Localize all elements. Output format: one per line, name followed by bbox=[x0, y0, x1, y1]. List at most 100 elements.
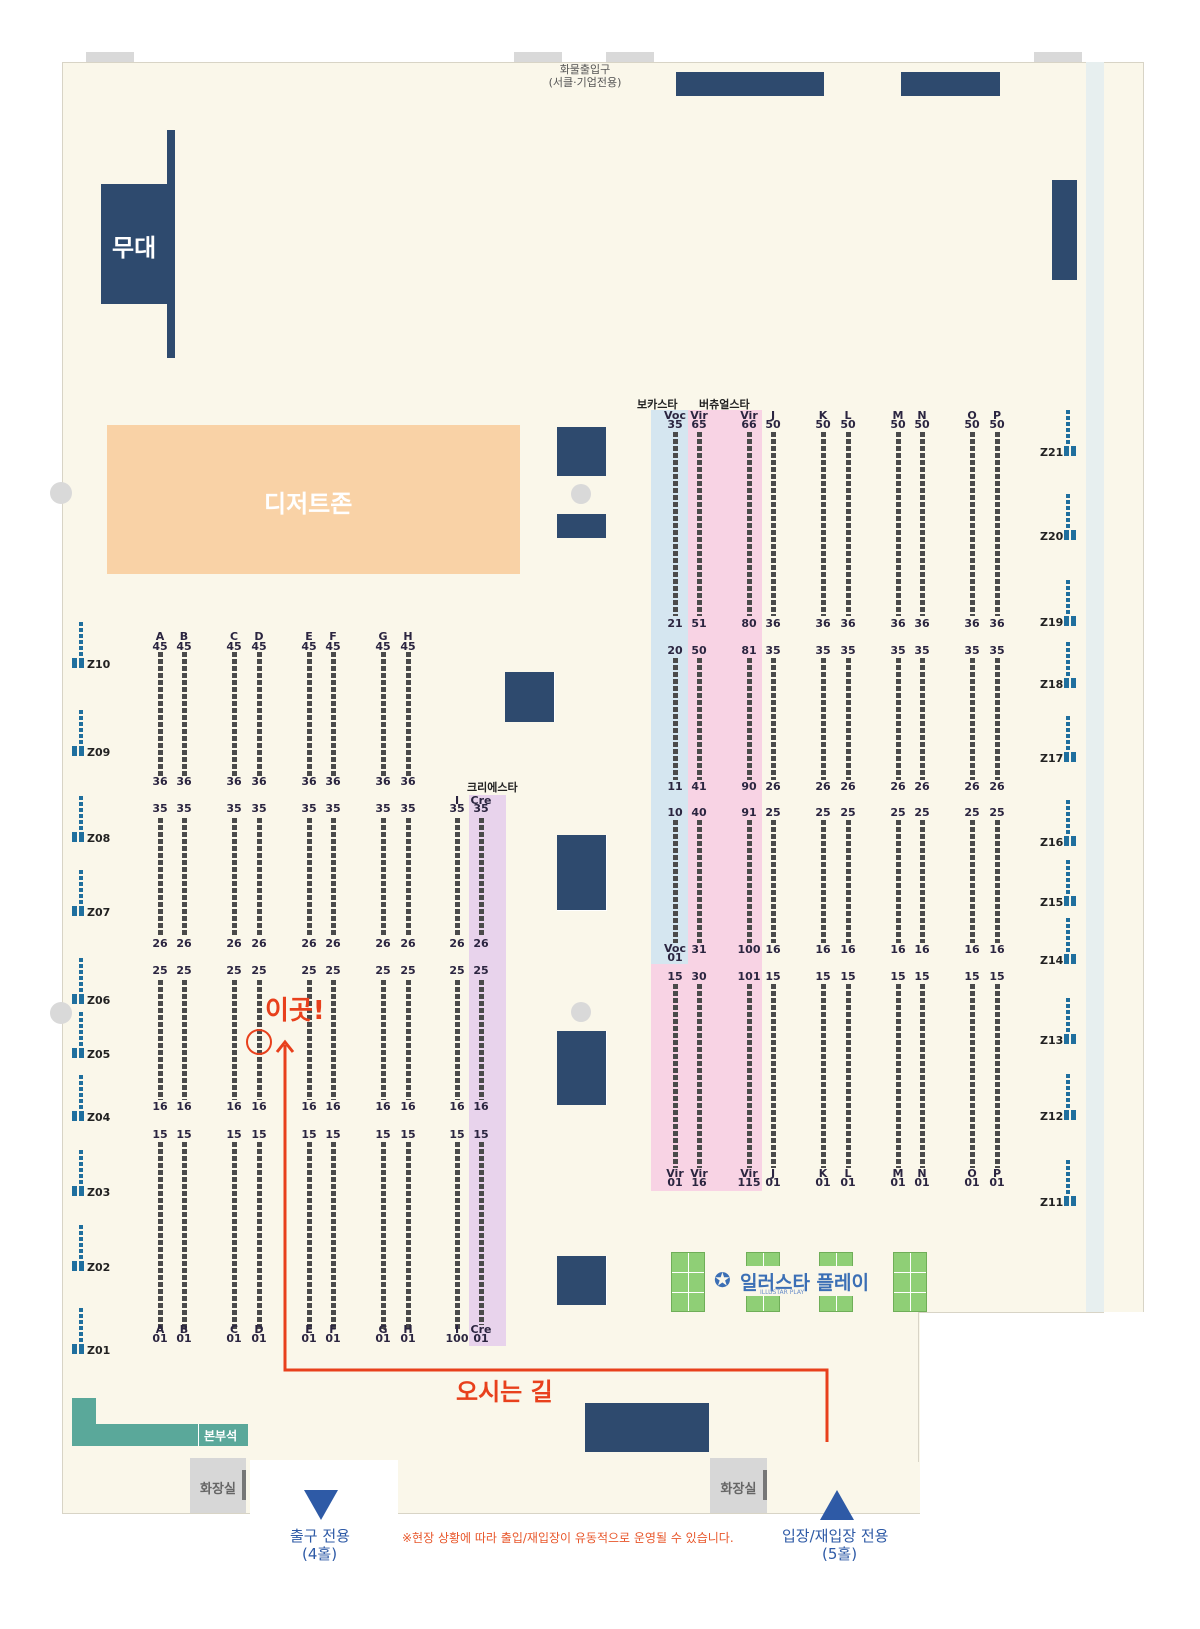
booth-row bbox=[182, 980, 187, 1100]
row-number-label: 26 bbox=[890, 780, 906, 793]
row-number-label: 16 bbox=[964, 943, 980, 956]
booth-row bbox=[257, 818, 262, 937]
row-number-label: 15 bbox=[667, 970, 683, 983]
booth-row bbox=[479, 818, 484, 937]
row-number-label: 35 bbox=[251, 802, 267, 815]
zone-icon bbox=[72, 710, 92, 756]
row-number-label: 16 bbox=[449, 1100, 465, 1113]
row-number-label: 36 bbox=[176, 775, 192, 788]
row-number-label: 35 bbox=[964, 644, 980, 657]
creator-star-label: 크리에스타 bbox=[467, 781, 518, 794]
row-number-label: 15 bbox=[449, 1128, 465, 1141]
row-number-label: 26 bbox=[375, 937, 391, 950]
row-number-label: 50 bbox=[691, 644, 707, 657]
row-number-label: 16 bbox=[840, 943, 856, 956]
row-number-label: 25 bbox=[226, 964, 242, 977]
row-number-label: 25 bbox=[815, 806, 831, 819]
zone-icon bbox=[1064, 800, 1084, 846]
booth-row bbox=[406, 980, 411, 1100]
row-number-label: 11 bbox=[667, 780, 683, 793]
zone-icon bbox=[72, 1012, 92, 1058]
booth-row bbox=[331, 652, 336, 776]
row-number-label: 01 bbox=[152, 1332, 168, 1345]
zone-icon bbox=[1064, 1074, 1084, 1120]
row-number-label: 01 bbox=[226, 1332, 242, 1345]
zone-label: Z11 bbox=[1040, 1196, 1064, 1209]
row-number-label: H bbox=[403, 630, 413, 643]
booth-row bbox=[673, 984, 678, 1168]
booth-row bbox=[232, 818, 237, 937]
booth-row bbox=[920, 432, 925, 616]
row-number-label: 90 bbox=[741, 780, 757, 793]
restroom-edge bbox=[763, 1470, 767, 1500]
row-number-label: 26 bbox=[473, 937, 489, 950]
row-number-label: Vir bbox=[690, 1167, 708, 1180]
row-number-label: 16 bbox=[473, 1100, 489, 1113]
restroom-left: 화장실 bbox=[190, 1458, 246, 1513]
row-number-label: O bbox=[967, 409, 977, 422]
row-number-label: 51 bbox=[691, 617, 707, 630]
entrance-hall: (5홀) bbox=[822, 1545, 858, 1563]
row-number-label: 25 bbox=[251, 964, 267, 977]
row-number-label: G bbox=[378, 1323, 388, 1336]
row-number-label: 45 bbox=[325, 640, 341, 653]
booth-row bbox=[821, 658, 826, 780]
row-number-label: 25 bbox=[301, 964, 317, 977]
row-number-label: B bbox=[179, 1323, 189, 1336]
row-number-label: 15 bbox=[375, 1128, 391, 1141]
booth-row bbox=[455, 1142, 460, 1330]
row-number-label: 01 bbox=[400, 1332, 416, 1345]
booth-row bbox=[920, 658, 925, 780]
zone-label: Z16 bbox=[1040, 836, 1064, 849]
restroom-right: 화장실 bbox=[710, 1458, 767, 1513]
row-number-label: 35 bbox=[176, 802, 192, 815]
vtuber-star-label: 버츄얼스타 bbox=[699, 398, 750, 411]
booth-row bbox=[821, 984, 826, 1168]
row-number-label: 35 bbox=[914, 644, 930, 657]
row-number-label: 26 bbox=[765, 780, 781, 793]
row-number-label: 25 bbox=[152, 964, 168, 977]
row-number-label: 26 bbox=[815, 780, 831, 793]
row-number-label: E bbox=[305, 630, 313, 643]
row-number-label: 10 bbox=[667, 806, 683, 819]
row-number-label: D bbox=[254, 1323, 264, 1336]
row-number-label: 25 bbox=[400, 964, 416, 977]
booth-row bbox=[771, 820, 776, 943]
stage-label: 무대 bbox=[112, 234, 157, 262]
row-number-label: 40 bbox=[691, 806, 707, 819]
row-number-label: 26 bbox=[152, 937, 168, 950]
row-number-label: 16 bbox=[815, 943, 831, 956]
creator-star-band bbox=[469, 795, 506, 1346]
booth-row bbox=[747, 432, 752, 616]
row-number-label: 15 bbox=[914, 970, 930, 983]
zone-icon bbox=[72, 870, 92, 916]
row-number-label: 15 bbox=[765, 970, 781, 983]
row-number-label: H bbox=[403, 1323, 413, 1336]
booth-row bbox=[697, 658, 702, 780]
row-number-label: Cre bbox=[470, 1323, 492, 1336]
row-number-label: 26 bbox=[176, 937, 192, 950]
row-number-label: 35 bbox=[226, 802, 242, 815]
row-number-label: C bbox=[229, 1323, 239, 1336]
row-number-label: P bbox=[992, 1167, 1002, 1180]
row-number-label: 45 bbox=[375, 640, 391, 653]
row-number-label: 35 bbox=[815, 644, 831, 657]
pillar bbox=[50, 1002, 72, 1024]
zone-label: Z05 bbox=[87, 1048, 111, 1061]
row-number-label: Voc bbox=[664, 942, 686, 955]
row-number-label: 26 bbox=[840, 780, 856, 793]
illustar-play-sub: ILLUSTAR PLAY bbox=[760, 1289, 805, 1296]
pillar bbox=[571, 484, 591, 504]
booth-row bbox=[771, 984, 776, 1168]
row-number-label: 16 bbox=[765, 943, 781, 956]
row-number-label: 45 bbox=[301, 640, 317, 653]
row-number-label: 25 bbox=[449, 964, 465, 977]
row-number-label: 35 bbox=[400, 802, 416, 815]
exit-label: 출구 전용 bbox=[290, 1527, 350, 1545]
zone-label: Z15 bbox=[1040, 896, 1064, 909]
booth-row bbox=[896, 432, 901, 616]
booth-row bbox=[232, 980, 237, 1100]
booth-block bbox=[557, 1031, 607, 1105]
booth-row bbox=[158, 1142, 163, 1330]
row-number-label: G bbox=[378, 630, 388, 643]
